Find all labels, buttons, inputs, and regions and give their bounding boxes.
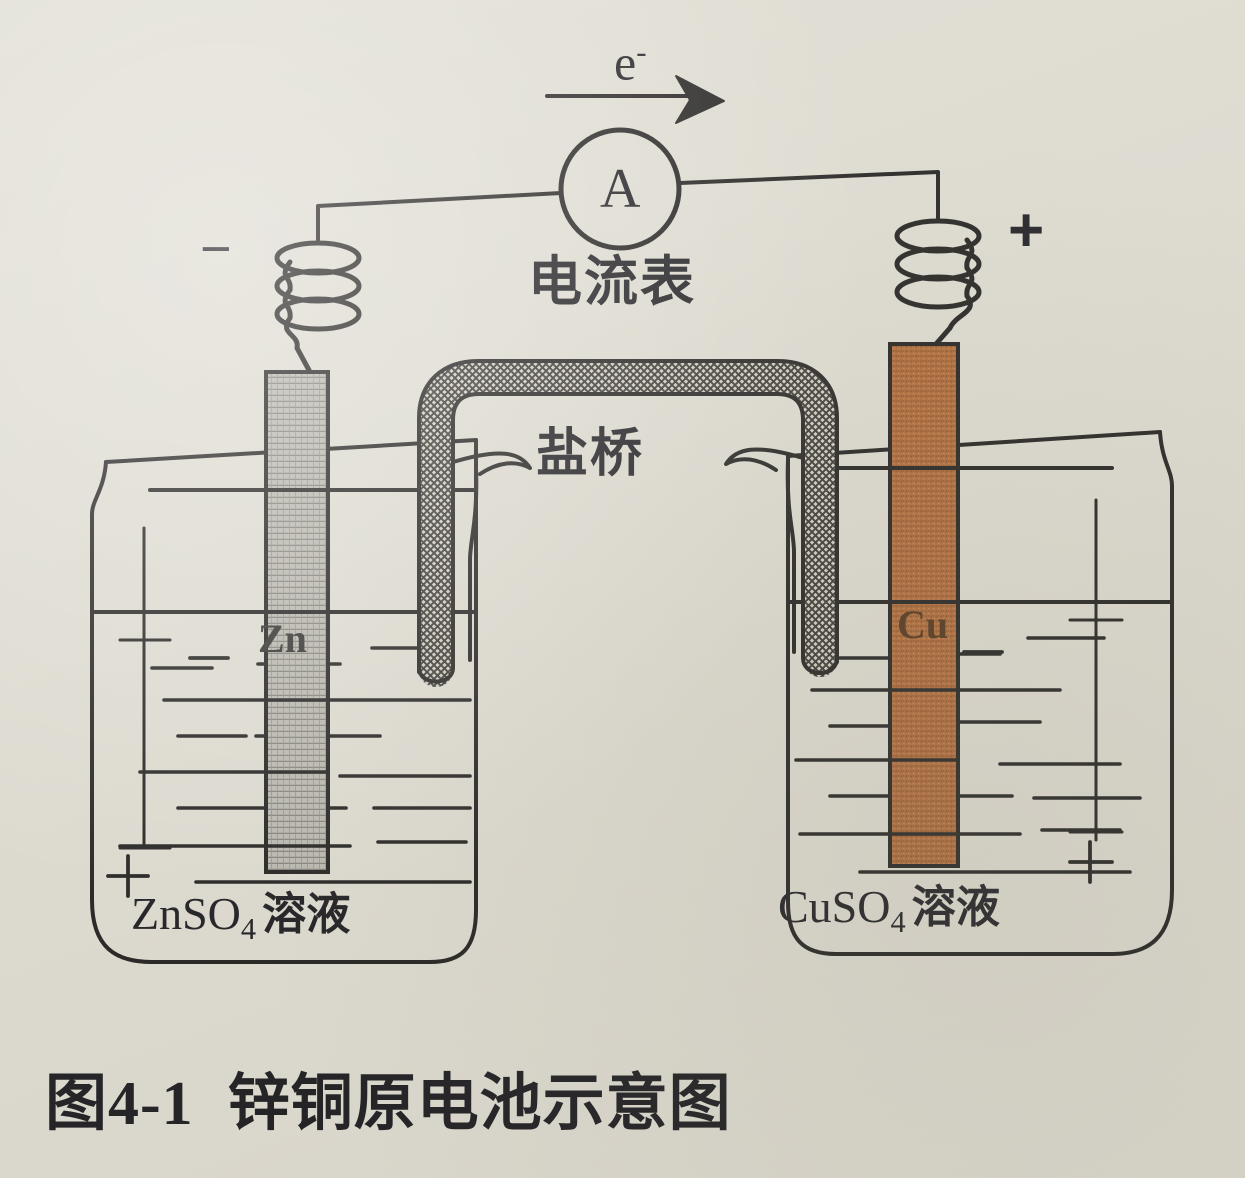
zinc-electrode-label: Zn [258, 616, 307, 661]
copper-electrode [888, 342, 960, 868]
salt-bridge-tube [417, 359, 839, 687]
coil-right-connector [894, 218, 982, 347]
right-beaker-outline [786, 430, 1174, 956]
ammeter-label: 电流表 [528, 250, 696, 313]
wire-left [316, 191, 563, 242]
salt-bridge-label-leaders [451, 447, 805, 476]
left-beaker-graduation-scale [118, 526, 172, 850]
right-solution-lines [794, 636, 1142, 874]
wire-right [678, 170, 940, 220]
salt-bridge-label: 盐桥 [536, 424, 645, 484]
right-beaker-ion-marks [962, 650, 1114, 884]
copper-electrode-label: Cu [897, 602, 949, 647]
ammeter-symbol-circle [558, 127, 682, 251]
coil-left-connector [274, 240, 362, 375]
electron-flow-arrow [545, 75, 725, 124]
right-beaker-graduation-scale [1068, 498, 1124, 842]
zinc-electrode [264, 370, 330, 874]
electron-flow-label: e- [614, 34, 647, 91]
positive-terminal-label: + [1008, 196, 1045, 265]
left-beaker-ion-marks [106, 656, 230, 898]
beaker-neck-curves [468, 458, 796, 662]
lines-over-electrodes [264, 466, 960, 848]
ammeter-symbol-letter: A [600, 158, 641, 220]
negative-terminal-label: − [200, 219, 232, 279]
